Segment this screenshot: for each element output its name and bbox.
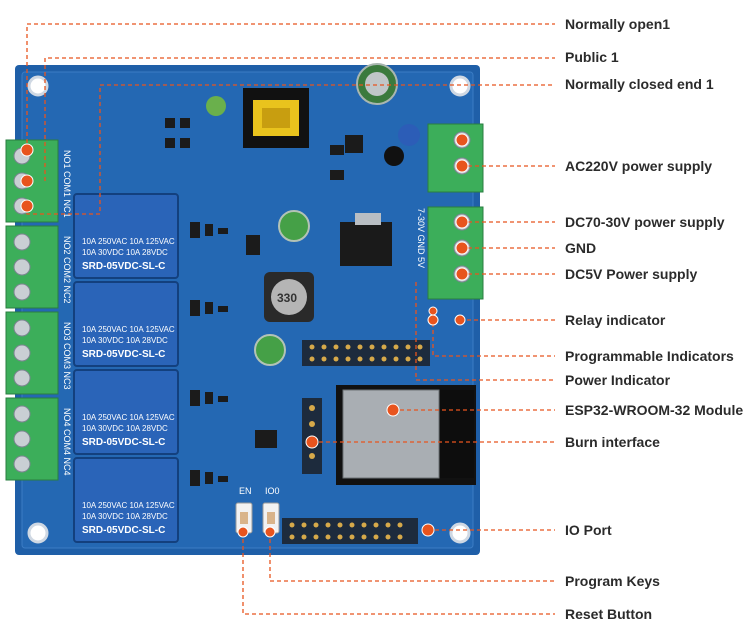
label-program-keys: Program Keys [565,573,660,589]
callout-dots [20,133,469,538]
label-normally-closed1: Normally closed end 1 [565,76,714,92]
label-power-indicator: Power Indicator [565,372,671,388]
label-esp32-module: ESP32-WROOM-32 Module [565,402,743,418]
label-dc5v: DC5V Power supply [565,266,697,282]
label-ac220: AC220V power supply [565,158,712,174]
label-programmable-indicators: Programmable Indicators [565,348,734,364]
svg-text:SRD-05VDC-SL-C: SRD-05VDC-SL-C [82,437,165,448]
svg-text:10A 250VAC 10A 125VAC: 10A 250VAC 10A 125VAC [82,413,175,422]
svg-text:10A 250VAC 10A 125VAC: 10A 250VAC 10A 125VAC [82,325,175,334]
label-burn-interface: Burn interface [565,434,660,450]
label-relay-indicator: Relay indicator [565,312,666,328]
inductor: 330 [264,272,314,322]
svg-text:SRD-05VDC-SL-C: SRD-05VDC-SL-C [82,525,165,536]
svg-text:10A 250VAC 10A 125VAC: 10A 250VAC 10A 125VAC [82,237,175,246]
relay-3: 10A 250VAC 10A 125VAC 10A 30VDC 10A 28VD… [73,369,179,455]
io0-silk: IO0 [265,486,280,496]
header-pins-middle [302,340,430,366]
io-port-header [282,518,418,544]
relay-1: 10A 250VAC 10A 125VAC 10A 30VDC 10A 28VD… [73,193,179,279]
terminal4-label: NO4 COM4 NC4 [62,408,72,476]
esp32-module [336,385,476,485]
transformer [243,88,309,148]
smd-components [165,118,363,486]
svg-text:10A 30VDC 10A 28VDC: 10A 30VDC 10A 28VDC [82,512,168,521]
svg-text:330: 330 [277,291,297,305]
svg-text:10A 30VDC 10A 28VDC: 10A 30VDC 10A 28VDC [82,336,168,345]
capacitor-low [254,334,286,366]
svg-text:10A 30VDC 10A 28VDC: 10A 30VDC 10A 28VDC [82,424,168,433]
capacitor-mid [278,210,310,242]
label-io-port: IO Port [565,522,612,538]
terminal2-label: NO2 COM2 NC2 [62,236,72,304]
svg-text:10A 30VDC 10A 28VDC: 10A 30VDC 10A 28VDC [82,248,168,257]
label-dc70-30: DC70-30V power supply [565,214,725,230]
ac-terminal [427,123,484,193]
relays: 10A 250VAC 10A 125VAC 10A 30VDC 10A 28VD… [73,193,179,543]
voltage-regulator [340,213,392,266]
terminal1-label: NO1 COM1 NC1 [62,150,72,218]
capacitor-top [206,63,420,166]
relay-2: 10A 250VAC 10A 125VAC 10A 30VDC 10A 28VD… [73,281,179,367]
power-terminal-label: 7-30V GND 5V [416,208,426,268]
label-gnd: GND [565,240,596,256]
svg-text:SRD-05VDC-SL-C: SRD-05VDC-SL-C [82,261,165,272]
dc-terminal [427,206,484,300]
svg-text:10A 250VAC 10A 125VAC: 10A 250VAC 10A 125VAC [82,501,175,510]
svg-text:SRD-05VDC-SL-C: SRD-05VDC-SL-C [82,349,165,360]
relay-4: 10A 250VAC 10A 125VAC 10A 30VDC 10A 28VD… [73,457,179,543]
terminal3-label: NO3 COM3 NC3 [62,322,72,390]
label-reset-button: Reset Button [565,606,652,622]
label-public1: Public 1 [565,49,619,65]
label-normally-open1: Normally open1 [565,16,670,32]
en-silk: EN [239,486,252,496]
board-buttons [235,502,280,534]
callout-lines [26,23,555,615]
mounting-holes [27,75,471,544]
